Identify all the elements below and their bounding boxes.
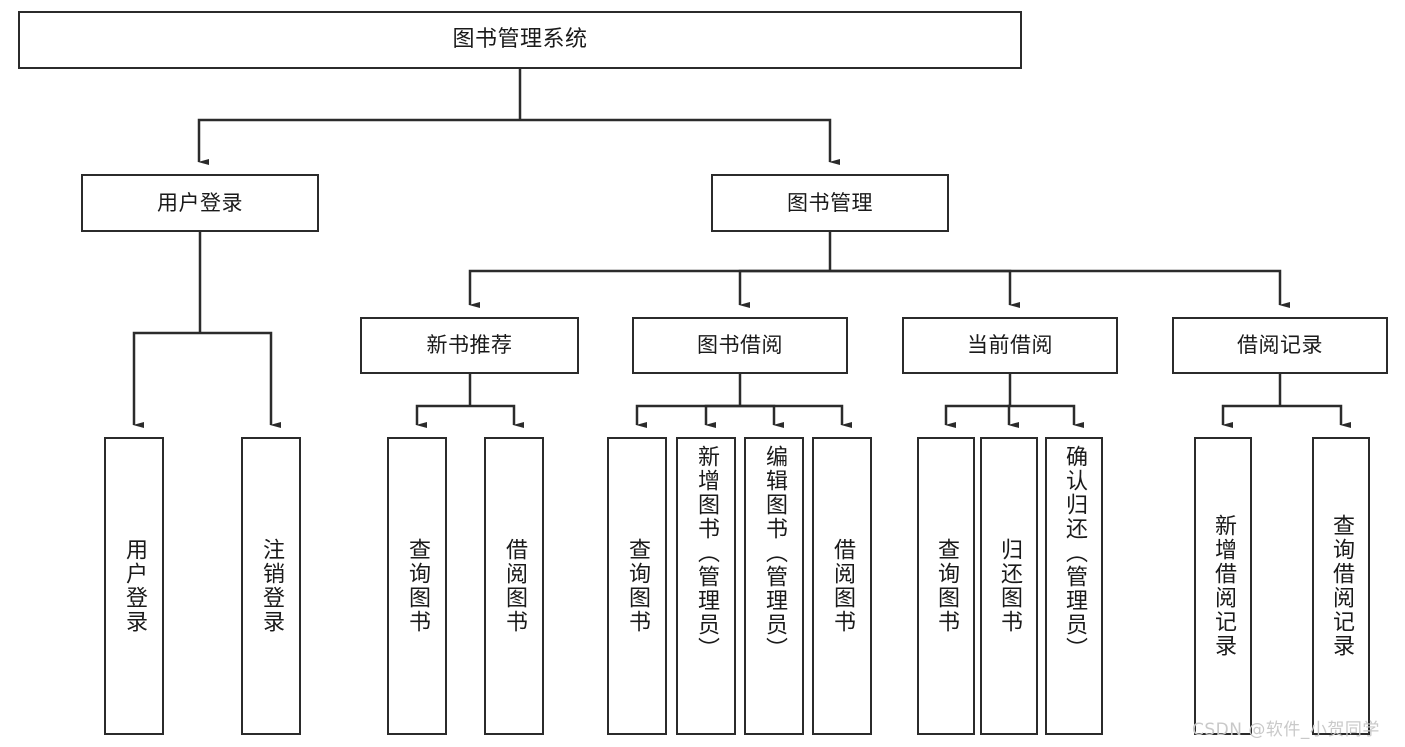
edge-book-manage-to-current-borrow [830,269,1020,308]
edge-path [1221,404,1280,428]
node-book-manage[interactable]: 图书管理 [711,174,949,232]
node-label-leaf-query-book-1: 查询图书 [405,538,430,634]
edge-book-manage-to-borrow-record [830,269,1290,308]
edge-borrow-record-to-leaf-add-record [1221,374,1282,428]
node-label-leaf-query-record: 查询借阅记录 [1329,514,1354,658]
node-leaf-query-book-2[interactable]: 查询图书 [607,437,667,735]
edge-path [197,118,520,165]
node-leaf-add-book[interactable]: 新增图书（管理员） [676,437,736,735]
edge-book-borrow-to-leaf-query-book-2 [635,374,742,428]
edge-path [704,404,740,428]
node-label-leaf-borrow-book-1: 借阅图书 [502,538,527,634]
node-leaf-user-login[interactable]: 用户登录 [104,437,164,735]
node-current-borrow[interactable]: 当前借阅 [902,317,1118,374]
edge-root-to-user-login [197,69,522,165]
edge-book-borrow-to-leaf-borrow-book-2 [740,404,852,428]
node-leaf-edit-book[interactable]: 编辑图书（管理员） [744,437,804,735]
node-leaf-add-record[interactable]: 新增借阅记录 [1194,437,1252,735]
node-label-leaf-query-book-3: 查询图书 [934,538,959,634]
edge-path [944,404,1010,428]
node-label-leaf-add-record: 新增借阅记录 [1211,514,1236,658]
edge-path [740,404,784,428]
node-leaf-borrow-book-1[interactable]: 借阅图书 [484,437,544,735]
node-label-leaf-logout: 注销登录 [259,538,284,634]
edge-path [830,269,1020,308]
edge-path [415,404,470,428]
node-label-leaf-edit-book: 编辑图书（管理员） [762,445,787,661]
edge-path [830,269,1290,308]
node-label-root: 图书管理系统 [452,27,588,53]
node-leaf-confirm-return[interactable]: 确认归还（管理员） [1045,437,1103,735]
node-label-new-book-recommend: 新书推荐 [426,333,513,358]
edge-user-login-to-leaf-user-login [132,232,202,428]
node-label-user-login: 用户登录 [157,190,243,215]
node-new-book-recommend[interactable]: 新书推荐 [360,317,579,374]
edge-path [740,404,852,428]
node-root[interactable]: 图书管理系统 [18,11,1022,69]
node-leaf-query-book-3[interactable]: 查询图书 [917,437,975,735]
node-label-leaf-borrow-book-2: 借阅图书 [830,538,855,634]
edge-path [1280,404,1351,428]
node-label-leaf-confirm-return: 确认归还（管理员） [1062,445,1087,661]
edge-path [470,404,524,428]
edge-current-borrow-to-leaf-query-book-3 [944,374,1012,428]
node-label-leaf-query-book-2: 查询图书 [625,538,650,634]
node-leaf-query-record[interactable]: 查询借阅记录 [1312,437,1370,735]
node-leaf-query-book-1[interactable]: 查询图书 [387,437,447,735]
node-label-book-manage: 图书管理 [787,190,873,215]
edge-path [468,269,830,308]
node-leaf-logout[interactable]: 注销登录 [241,437,301,735]
node-leaf-return-book[interactable]: 归还图书 [980,437,1038,735]
edge-path [132,331,200,428]
edge-path [520,118,840,165]
edge-borrow-record-to-leaf-query-record [1280,404,1351,428]
edge-path [738,269,830,308]
edge-path [1007,404,1019,428]
edge-book-manage-to-new-book-recommend [468,232,832,308]
edge-current-borrow-to-leaf-return-book [1007,404,1019,428]
node-label-leaf-add-book: 新增图书（管理员） [694,445,719,661]
edge-current-borrow-to-leaf-confirm-return [1010,404,1084,428]
edge-book-borrow-to-leaf-add-book [704,404,740,428]
edge-new-book-recommend-to-leaf-query-book-1 [415,374,472,428]
node-label-book-borrow: 图书借阅 [697,333,783,358]
edge-path [635,404,740,428]
node-label-leaf-user-login: 用户登录 [122,538,147,634]
node-user-login[interactable]: 用户登录 [81,174,319,232]
edge-group [132,69,1351,428]
node-label-borrow-record: 借阅记录 [1237,333,1323,358]
node-label-current-borrow: 当前借阅 [967,333,1053,358]
edge-new-book-recommend-to-leaf-borrow-book-1 [470,404,524,428]
node-borrow-record[interactable]: 借阅记录 [1172,317,1388,374]
node-leaf-borrow-book-2[interactable]: 借阅图书 [812,437,872,735]
edge-path [200,331,281,428]
edge-book-borrow-to-leaf-edit-book [740,404,784,428]
edge-book-manage-to-book-borrow [738,269,830,308]
edge-path [1010,404,1084,428]
node-book-borrow[interactable]: 图书借阅 [632,317,848,374]
edge-root-to-book-manage [520,118,840,165]
node-label-leaf-return-book: 归还图书 [997,538,1022,634]
edge-user-login-to-leaf-logout [200,331,281,428]
